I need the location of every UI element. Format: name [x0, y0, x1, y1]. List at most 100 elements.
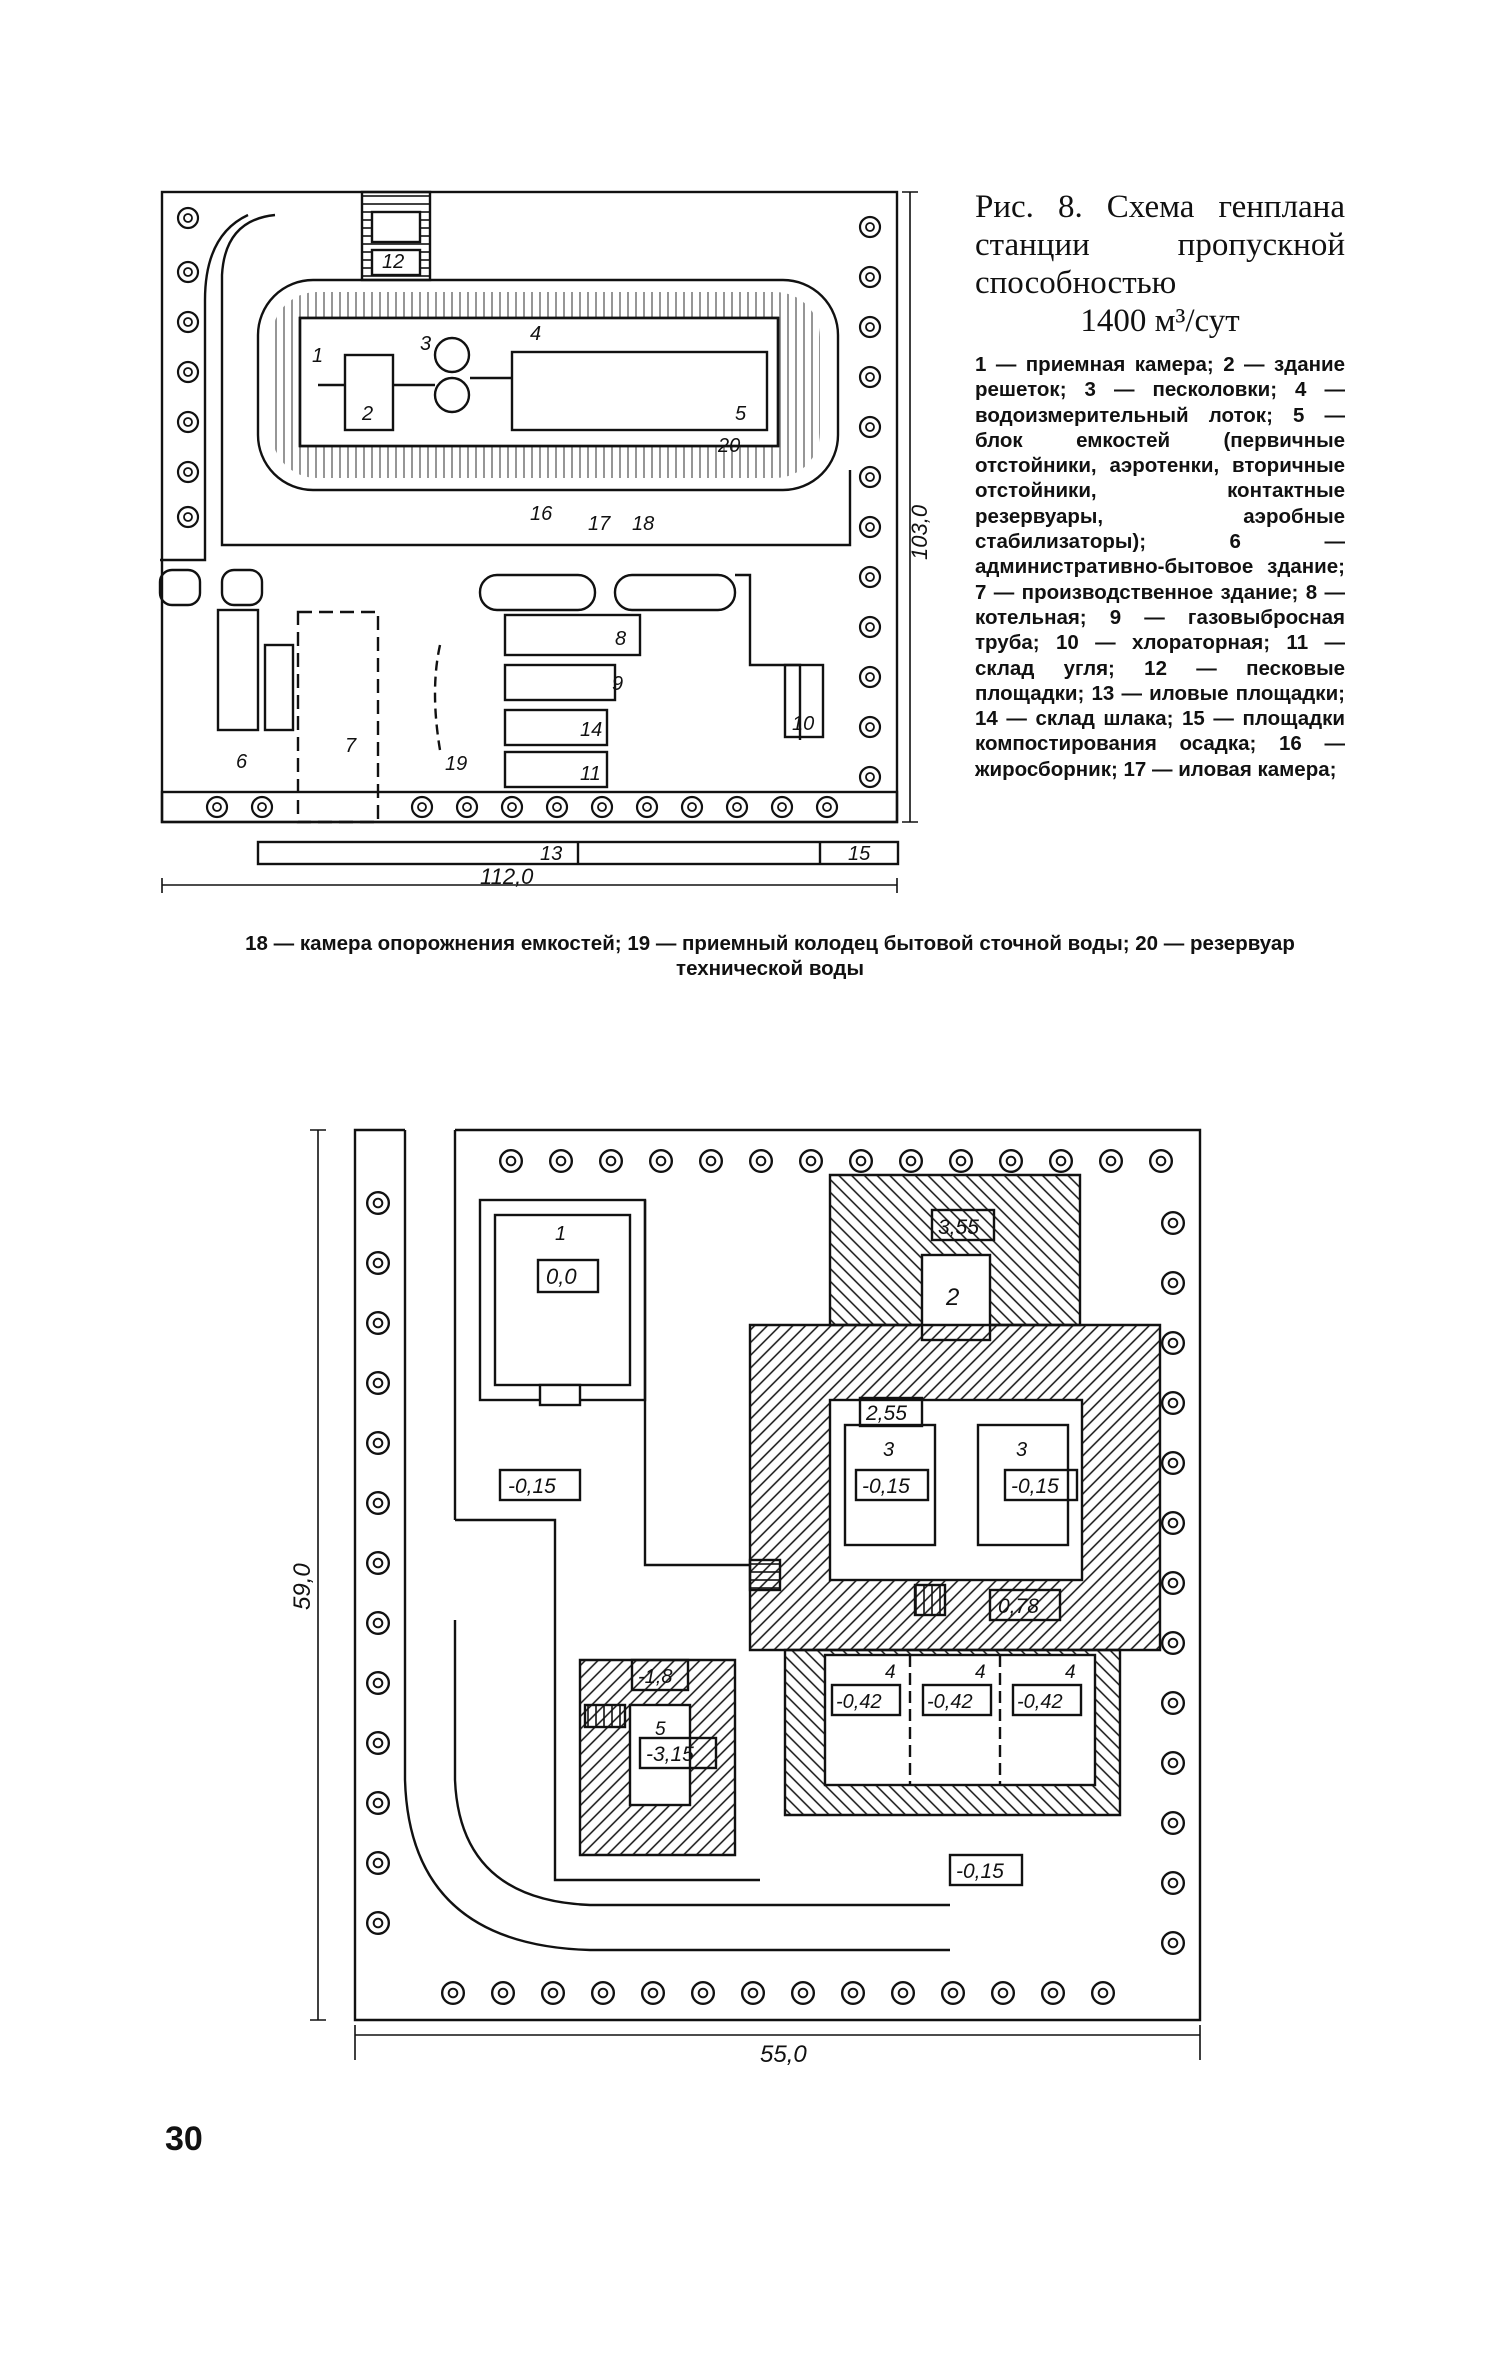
f2-dim-height: 59,0: [289, 1563, 316, 1610]
f1-label-7: 7: [345, 735, 357, 757]
f1-label-11: 11: [580, 763, 601, 785]
f1-label-3: 3: [420, 333, 431, 355]
f2-elev-4a: -0,42: [836, 1691, 882, 1713]
admin-building-6-inner: [263, 643, 295, 732]
gate-right: [220, 568, 264, 607]
f1-label-17: 17: [588, 513, 611, 535]
f2-num-4c: 4: [1065, 1662, 1076, 1683]
elev-box-left: [498, 1468, 582, 1502]
site2-path-2: [643, 1200, 750, 1567]
yard-road: [735, 573, 802, 740]
f2-num-5: 5: [655, 1719, 666, 1740]
elev-box-5: [638, 1736, 718, 1770]
figure-legend: 1 — приемная камера; 2 — здание решеток;…: [975, 353, 1345, 781]
tank-3b: [976, 1423, 1070, 1547]
ring-road: [256, 278, 840, 492]
access-road-outer: [160, 213, 249, 562]
strip-a: [503, 663, 617, 702]
elev-box-mid: [858, 1396, 924, 1428]
figure1-labels: 1 2 3 4 5 6 7 8 9 10 11 12 13 14 15 16 1…: [236, 251, 932, 889]
slag-store-14: [503, 708, 609, 747]
f1-label-15: 15: [848, 843, 871, 865]
f2-elev-5top: -1,8: [638, 1666, 672, 1688]
dim2-line-width: [354, 2025, 1201, 2060]
coal-store-11: [503, 750, 609, 789]
f2-num-4b: 4: [975, 1662, 986, 1683]
main-block-outline: [298, 316, 780, 448]
elev-box-4a: [830, 1683, 902, 1717]
figure2-plan: [310, 1128, 1202, 2060]
f1-label-10: 10: [792, 713, 814, 735]
yard-ring-right: [613, 573, 737, 612]
elev-box-5top: [630, 1658, 690, 1692]
f2-dim-width: 55,0: [760, 2041, 807, 2068]
site2-boundary: [353, 1128, 1202, 2022]
f2-elev-left: -0,15: [508, 1475, 556, 1498]
elev-box-bottom: [948, 1853, 1024, 1887]
channels: [318, 376, 512, 387]
f1-label-1: 1: [312, 345, 323, 367]
dim2-line-height: [310, 1129, 326, 2021]
yard-ring-left: [478, 573, 597, 612]
f2-num-2: 2: [945, 1284, 959, 1311]
f2-num-4a: 4: [885, 1662, 896, 1683]
f1-label-2: 2: [361, 403, 373, 425]
f1-label-8: 8: [615, 628, 626, 650]
f1-dim-width: 112,0: [480, 864, 534, 889]
site2-road-outer: [403, 1130, 950, 1952]
f2-elev-4b: -0,42: [927, 1691, 973, 1713]
f2-elev-4c: -0,42: [1017, 1691, 1063, 1713]
f1-dim-height: 103,0: [907, 504, 932, 560]
f1-label-9: 9: [612, 673, 623, 695]
production-building-7: [296, 610, 380, 824]
f1-label-4: 4: [530, 323, 541, 345]
block-4-inner: [823, 1653, 1097, 1787]
grit-chamber-3a: [433, 336, 471, 374]
elev-box-top: [930, 1208, 996, 1242]
f2-elev-5: -3,15: [646, 1743, 694, 1766]
boiler-8: [503, 613, 642, 657]
figure-legend-tail: 18 — камера опорожнения емкостей; 19 — п…: [245, 932, 1295, 980]
caption-title-line1: Рис. 8. Схема генплана станции пропускно…: [975, 189, 1345, 301]
dashed-path: [433, 644, 442, 751]
admin-building-6: [216, 608, 260, 732]
dim-line-height: [902, 191, 918, 823]
block-5-stair: [583, 1703, 627, 1729]
dim-line-width: [161, 878, 898, 893]
f2-elev-078: 0,78: [998, 1595, 1039, 1618]
f1-label-18: 18: [632, 513, 654, 535]
f1-label-14: 14: [580, 719, 602, 741]
f2-elev-1: 0,0: [546, 1264, 577, 1289]
elev-box-4b: [921, 1683, 993, 1717]
elev-box-078: [988, 1588, 1062, 1622]
f1-label-20: 20: [717, 435, 740, 457]
f2-elev-3b: -0,15: [1011, 1475, 1059, 1498]
f2-elev-bottom: -0,15: [956, 1860, 1004, 1883]
page-number: 30: [165, 2120, 203, 2158]
figure2-labels: 1 0,0 3,55 2 2,55 -0,15 3 3 -0,15 -0,15 …: [289, 1216, 1076, 2068]
tree-belt: [160, 790, 899, 824]
site2-path: [455, 1518, 760, 1882]
figure1-plan: [158, 190, 918, 893]
block-3-inner: [828, 1398, 1084, 1582]
f2-num-1: 1: [555, 1223, 566, 1245]
f2-elev-3a: -0,15: [862, 1475, 910, 1498]
f1-label-12: 12: [382, 251, 404, 273]
site2-road-inner: [453, 1130, 950, 1907]
f1-label-5: 5: [735, 403, 747, 425]
elev-box-1: [536, 1258, 600, 1294]
f1-label-19: 19: [445, 753, 467, 775]
screen-building-2: [343, 353, 395, 432]
gate-left: [158, 568, 202, 607]
figure-caption-title: Рис. 8. Схема генплана станции пропускно…: [975, 188, 1345, 340]
stair-mid: [913, 1583, 947, 1617]
elev-box-3b: [1003, 1468, 1079, 1502]
building-1-entry: [538, 1383, 582, 1407]
grit-chamber-3b: [433, 376, 471, 414]
f1-label-13: 13: [540, 843, 562, 865]
f2-num-3a: 3: [883, 1439, 894, 1461]
f2-elev-mid: 2,55: [865, 1402, 907, 1425]
f2-elev-top: 3,55: [938, 1216, 979, 1239]
caption-title-line2: 1400 м³/сут: [1080, 303, 1240, 339]
